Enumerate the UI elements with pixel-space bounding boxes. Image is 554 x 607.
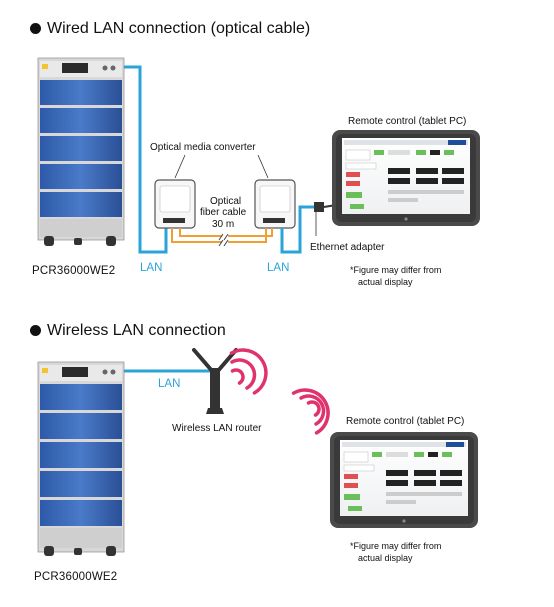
fiber-label-line2: fiber cable (200, 207, 247, 218)
wired-heading-text: Wired LAN connection (optical cable) (47, 20, 311, 37)
tablet-label-wireless: Remote control (tablet PC) (346, 416, 465, 427)
power-supply-unit-wireless-icon (37, 361, 125, 556)
router-antenna-icon (192, 348, 238, 414)
fiber-label-line1: Optical (210, 196, 242, 207)
optical-fiber-cable (171, 228, 273, 247)
wireless-heading-text: Wireless LAN connection (47, 322, 226, 339)
wired-heading: Wired LAN connection (optical cable) (30, 20, 310, 38)
media-converter-left-icon (154, 179, 196, 229)
lan-label-wireless: LAN (158, 378, 181, 390)
model-label-wired: PCR36000WE2 (32, 265, 116, 277)
ethernet-label: Ethernet adapter (310, 242, 385, 253)
wifi-waves-tablet-icon (291, 388, 330, 435)
tablet-label-wired: Remote control (tablet PC) (348, 116, 467, 127)
lan-label-left: LAN (140, 262, 163, 274)
wifi-waves-router-icon (229, 348, 268, 395)
note-wireless-line1: *Figure may differ from (350, 541, 442, 551)
tablet-wireless-icon (330, 432, 478, 528)
note-wired-line1: *Figure may differ from (350, 265, 442, 275)
fiber-label-line3: 30 m (212, 219, 235, 230)
note-wireless: *Figure may differ from actual display (350, 540, 441, 564)
lan-label-right: LAN (267, 262, 290, 274)
converter-label: Optical media converter (150, 142, 256, 153)
converter-pointer-left (174, 154, 186, 179)
router-label: Wireless LAN router (172, 423, 262, 434)
lan-cable-right (280, 205, 316, 254)
model-label-wireless: PCR36000WE2 (34, 571, 118, 583)
power-supply-unit-icon (37, 57, 125, 246)
note-wired: *Figure may differ from actual display (350, 264, 441, 288)
wireless-heading: Wireless LAN connection (30, 322, 226, 340)
note-wireless-line2: actual display (358, 553, 413, 563)
converter-pointer-right (257, 154, 269, 179)
bullet-icon (30, 325, 41, 336)
note-wired-line2: actual display (358, 277, 413, 287)
tablet-wired-icon (332, 130, 480, 226)
bullet-icon (30, 23, 41, 34)
lan-cable-left (124, 65, 168, 254)
media-converter-right-icon (254, 179, 296, 229)
